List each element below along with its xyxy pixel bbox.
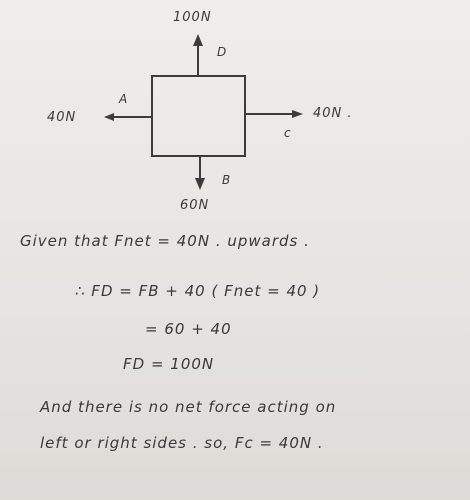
force-left-label: 40N <box>47 110 77 125</box>
solution-line-2: ∴ FD = FB + 40 ( Fnet = 40 ) <box>75 282 321 300</box>
label-a: A <box>119 92 129 106</box>
arrow-left-head <box>104 113 114 121</box>
force-right-label: 40N . <box>313 106 353 121</box>
arrow-right-head <box>292 110 303 118</box>
body-box <box>151 75 246 157</box>
force-diagram <box>104 34 303 190</box>
arrow-up-head <box>193 34 203 46</box>
label-c: c <box>284 126 292 140</box>
solution-line-4: FD = 100N <box>123 355 215 373</box>
force-top-label: 100N <box>173 10 212 25</box>
solution-line-6: left or right sides . so, Fc = 40N . <box>40 434 324 452</box>
arrow-down-head <box>195 178 205 190</box>
solution-line-3: = 60 + 40 <box>145 320 232 338</box>
label-d: D <box>217 45 228 59</box>
force-bottom-label: 60N <box>180 198 210 213</box>
solution-line-5: And there is no net force acting on <box>40 398 337 416</box>
solution-line-1: Given that Fnet = 40N . upwards . <box>20 232 310 250</box>
label-b: B <box>222 173 232 187</box>
